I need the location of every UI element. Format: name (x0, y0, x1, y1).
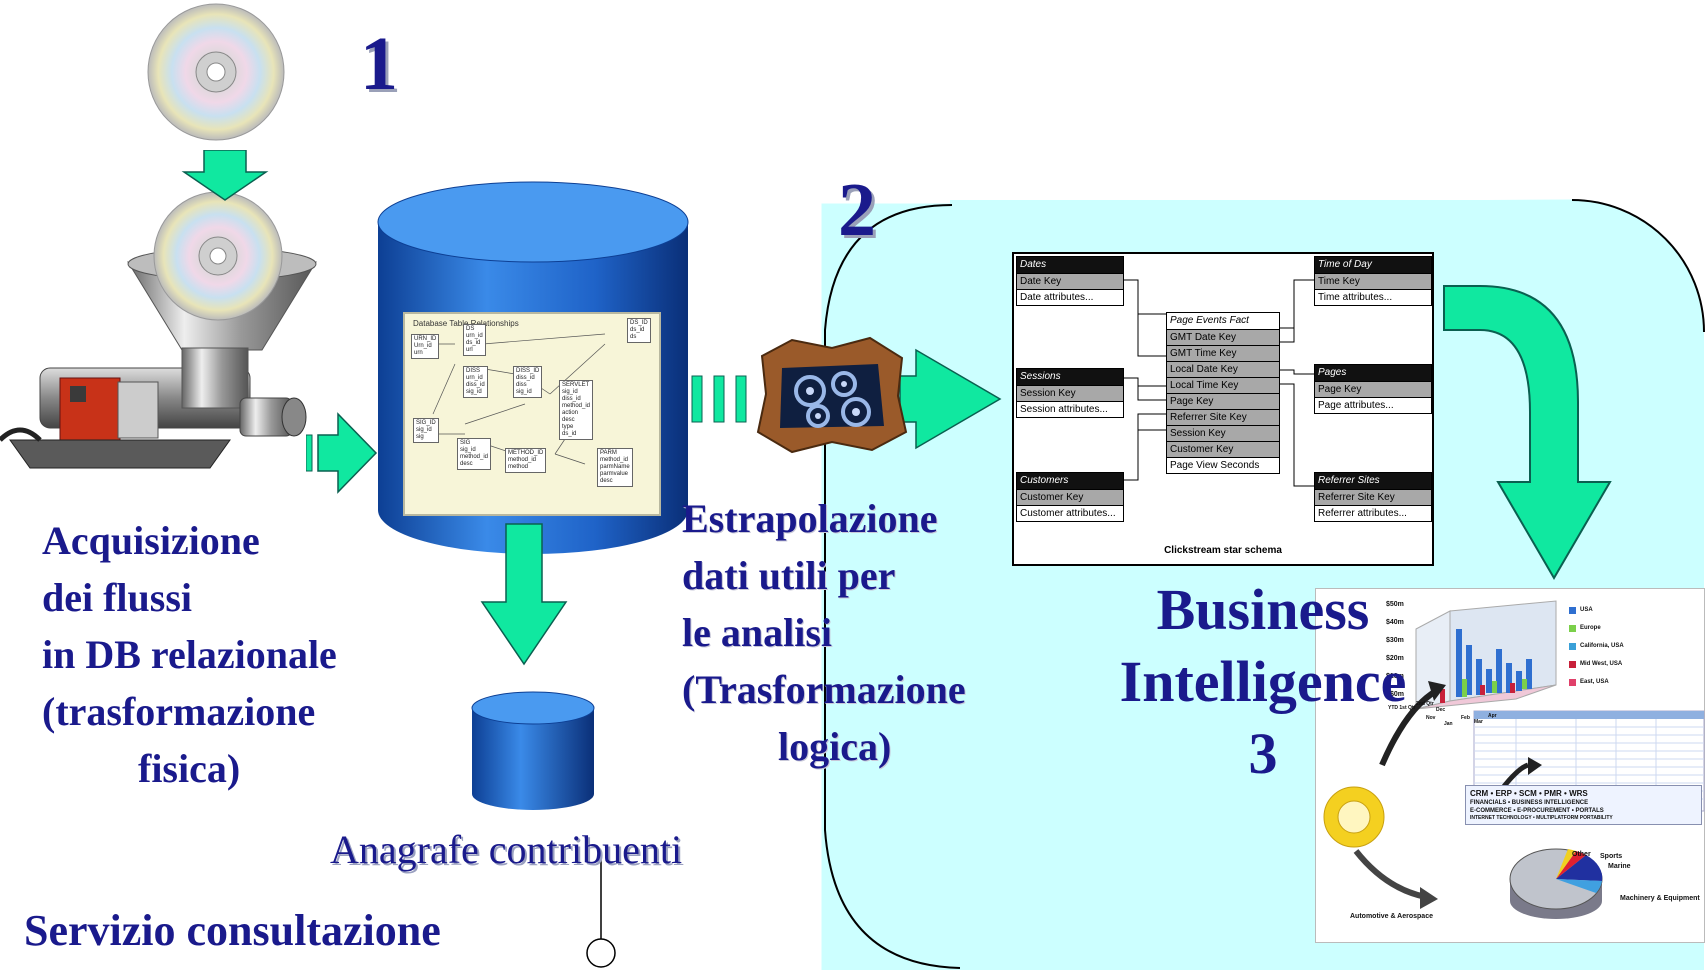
bar-chart-y-tick: $50m (1386, 601, 1404, 608)
bar-chart-y-tick: $0m (1390, 691, 1405, 698)
customers-dimension-table: Customers Customer Key Customer attribut… (1016, 472, 1124, 522)
er-table: PARM method_id parmName parmvalue desc (597, 448, 633, 487)
pie-chart-3d (1509, 848, 1603, 919)
bar-chart-legend-label: Europe (1580, 625, 1601, 631)
meat-grinder-illustration (0, 3, 317, 469)
time-of-day-dimension-table: Time of Day Time Key Time attributes... (1314, 256, 1432, 306)
bar-chart-y-tick: $40m (1386, 619, 1404, 626)
bar-chart-legend-swatches (1569, 607, 1576, 686)
pie-chart-label: Marine (1608, 863, 1631, 870)
er-table: SERVLET sig_id diss_id method_id action … (559, 380, 594, 440)
bar-chart-y-tick: $10m (1386, 673, 1404, 680)
green-arrow-down (181, 150, 269, 201)
green-arrow-down (480, 523, 568, 666)
stage-number-1: 1 (360, 22, 398, 106)
erp-modules-banner: CRM • ERP • SCM • PMR • WRS FINANCIALS •… (1465, 785, 1702, 825)
bar-chart-x-tick: Mar (1474, 719, 1483, 725)
bar-chart-y-tick: $20m (1386, 655, 1404, 662)
bar-chart-x-tick: Dec (1436, 707, 1446, 713)
sessions-dimension-table: Sessions Session Key Session attributes.… (1016, 368, 1124, 418)
pie-chart-label: Other (1572, 851, 1591, 858)
stage-number-3: 3 (1248, 721, 1278, 786)
bar-chart-legend-label: California, USA (1580, 643, 1624, 649)
dates-dimension-table: Dates Date Key Date attributes... (1016, 256, 1124, 306)
bar-chart-y-tick: $30m (1386, 637, 1404, 644)
extrapolation-caption: Estrapolazione dati utili per le analisi… (682, 496, 966, 769)
bar-chart-x-tick: 2nd Qtr (1416, 701, 1434, 707)
bar-chart-legend-label: USA (1580, 607, 1593, 613)
bar-chart-x-tick: Apr (1488, 713, 1497, 719)
er-table: URN_ID Urn_id urn (411, 334, 440, 359)
er-table: DS urn_id ds_id url (463, 324, 486, 356)
cd-disc-icon (147, 3, 285, 141)
taxpayer-registry-database-icon (471, 691, 595, 810)
bar-chart-x-tick: YTD 1st Qtr (1388, 705, 1416, 711)
star-schema-caption: Clickstream star schema (1164, 545, 1282, 556)
bar-chart-x-tick: Nov (1426, 715, 1436, 721)
er-diagram-title: Database Table Relationships (413, 319, 519, 328)
er-table: METHOD_ID method_id method (505, 448, 547, 473)
erp-modules-line: CRM • ERP • SCM • PMR • WRS (1470, 789, 1588, 798)
pages-dimension-table: Pages Page Key Page attributes... (1314, 364, 1432, 414)
er-diagram: Database Table Relationships URN_ID Urn_… (403, 312, 661, 516)
er-table: DISS_ID diss_id diss sig_id (513, 366, 543, 398)
er-table: SIG_ID sig_id sig (413, 418, 439, 443)
er-table: DS_ID ds_id ds (627, 318, 651, 343)
pie-chart-label: Automotive & Aerospace (1350, 913, 1433, 920)
cd-disc-icon (153, 191, 283, 321)
erp-modules-line: INTERNET TECHNOLOGY • MULTIPLATFORM PORT… (1470, 815, 1613, 821)
star-schema-connectors (1122, 279, 1314, 487)
bar-chart-x-tick: Feb (1461, 715, 1470, 721)
bar-chart-legend-label: East, USA (1580, 679, 1609, 685)
erp-modules-line: E-COMMERCE • E-PROCUREMENT • PORTALS (1470, 808, 1604, 814)
stage-number-2: 2 (838, 168, 876, 252)
erp-modules-line: FINANCIALS • BUSINESS INTELLIGENCE (1470, 800, 1589, 806)
gears-wall-icon (756, 336, 908, 454)
service-connector (586, 855, 616, 968)
bar-chart-x-tick: Jan (1444, 721, 1453, 727)
er-table: SIG sig_id method_id desc (457, 438, 492, 470)
er-relationship-lines (432, 333, 606, 465)
clickstream-star-schema: Dates Date Key Date attributes... Sessio… (1012, 252, 1434, 566)
bar-chart-3d (1415, 600, 1557, 710)
green-arrow-right (306, 412, 378, 494)
er-table: DISS urn_id diss_id sig_id (463, 366, 488, 398)
taxpayer-registry-label: Anagrafe contribuenti (330, 827, 683, 872)
page-events-fact-table: Page Events Fact GMT Date Key GMT Time K… (1166, 312, 1280, 474)
referrer-sites-dimension-table: Referrer Sites Referrer Site Key Referre… (1314, 472, 1432, 522)
bar-chart-legend-label: Mid West, USA (1580, 661, 1623, 667)
green-curved-arrow (1443, 285, 1612, 580)
pie-chart-label: Machinery & Equipment (1620, 895, 1700, 902)
extraction-arrow (691, 348, 1002, 450)
consultation-service-label: Servizio consultazione (24, 906, 441, 955)
acquisition-caption: Acquisizione dei flussi in DB relazional… (42, 518, 337, 791)
business-intelligence-title: Business Intelligence 3 (1104, 574, 1422, 790)
pie-chart-label: Sports (1600, 853, 1623, 860)
